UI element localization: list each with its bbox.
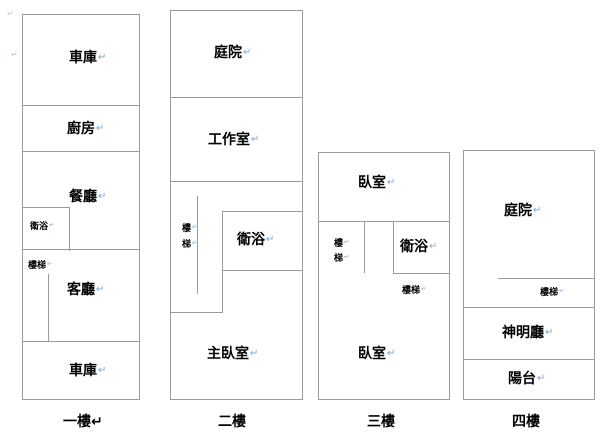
pilcrow-icon: ↵ (98, 191, 107, 202)
pilcrow-icon: ↵ (96, 284, 105, 295)
room-4f-courtyard[interactable] (463, 150, 595, 308)
wall-3f-stair-pocket-right (364, 222, 365, 273)
wall-2f-stair-pocket-bottom (170, 312, 223, 313)
room-1f-garage-bottom[interactable] (22, 342, 140, 400)
pilcrow-icon: ↵ (545, 327, 554, 338)
room-label-1f-garage-bottom: 車庫↵ (69, 363, 107, 379)
room-label-4f-courtyard: 庭院↵ (504, 203, 542, 219)
room-3f-bedroom-top[interactable] (318, 152, 450, 222)
room-label-2f-stairs-1: 樓↵ (182, 223, 198, 234)
room-3f-bedroom-bottom[interactable] (318, 312, 450, 400)
room-label-2f-master-bedroom: 主臥室↵ (207, 346, 259, 362)
pilcrow-icon: ↵ (47, 260, 53, 268)
room-label-4f-shrine-hall: 神明廳↵ (502, 325, 554, 341)
pilcrow-icon: ↵ (243, 47, 252, 58)
room-label-2f-stairs-2: 梯↵ (182, 239, 198, 250)
room-1f-living[interactable] (22, 250, 140, 342)
pilcrow-icon: ↵ (266, 234, 275, 245)
room-label-2f-bathroom: 衛浴↵ (237, 232, 275, 248)
room-3f-bathroom[interactable] (393, 222, 450, 274)
stair-rail-2f (197, 196, 198, 294)
room-label-3f-stairs-right: 樓梯↵ (402, 285, 427, 296)
stray-paragraph-mark-1: ↵ (7, 9, 14, 18)
floor-caption-1f: 一樓↵ (63, 414, 103, 430)
stair-rail-1f (48, 274, 49, 342)
pilcrow-icon: ↵ (98, 365, 107, 376)
pilcrow-icon: ↵ (98, 52, 107, 63)
pilcrow-icon: ↵ (537, 373, 546, 384)
floor-caption-3f: 三樓 (367, 414, 395, 430)
room-label-1f-stairs: 樓梯↵ (28, 260, 53, 271)
room-2f-studio[interactable] (170, 98, 303, 182)
pilcrow-icon: ↵ (421, 285, 427, 293)
stray-paragraph-mark-2: ↵ (11, 50, 18, 59)
room-label-4f-balcony: 陽台↵ (508, 371, 546, 387)
room-label-3f-bathroom: 衛浴↵ (400, 239, 438, 255)
floor-caption-4f: 四樓 (512, 414, 540, 430)
room-label-4f-stairs: 樓梯↵ (540, 287, 565, 298)
pilcrow-icon: ↵ (344, 238, 350, 246)
pilcrow-icon: ↵ (251, 134, 260, 145)
room-label-1f-living: 客廳↵ (67, 282, 105, 298)
pilcrow-icon: ↵ (387, 348, 396, 359)
room-1f-kitchen[interactable] (22, 106, 140, 152)
pilcrow-icon: ↵ (49, 221, 55, 229)
room-label-3f-bedroom-bottom: 臥室↵ (358, 346, 396, 362)
room-4f-shrine-hall[interactable] (463, 308, 595, 360)
wall-4f-stair-divider (498, 278, 595, 279)
room-label-2f-courtyard: 庭院↵ (214, 45, 252, 61)
room-4f-balcony[interactable] (463, 360, 595, 400)
room-2f-courtyard[interactable] (170, 10, 303, 98)
pilcrow-icon: ↵ (387, 177, 396, 188)
pilcrow-icon: ↵ (429, 241, 438, 252)
pilcrow-icon: ↵ (192, 239, 198, 247)
room-label-3f-bedroom-top: 臥室↵ (358, 175, 396, 191)
room-label-1f-garage-top: 車庫↵ (69, 50, 107, 66)
pilcrow-icon: ↵ (91, 414, 103, 430)
pilcrow-icon: ↵ (96, 123, 105, 134)
pilcrow-icon: ↵ (344, 253, 350, 261)
room-label-1f-kitchen: 廚房↵ (67, 121, 105, 137)
room-label-1f-dining: 餐廳↵ (69, 189, 107, 205)
room-2f-master-bedroom[interactable] (170, 312, 303, 400)
room-label-2f-studio: 工作室↵ (208, 132, 260, 148)
pilcrow-icon: ↵ (559, 287, 565, 295)
pilcrow-icon: ↵ (250, 348, 259, 359)
wall-2f-stair-pocket-right (222, 271, 223, 312)
room-label-3f-stairs-2: 梯↵ (334, 253, 350, 264)
room-1f-dining[interactable] (22, 152, 140, 250)
pilcrow-icon: ↵ (533, 205, 542, 216)
room-1f-bathroom[interactable] (22, 207, 70, 251)
floor-caption-2f: 二樓 (218, 414, 246, 430)
room-label-1f-bathroom: 衛浴↵ (30, 221, 55, 232)
room-label-3f-stairs-1: 樓↵ (334, 238, 350, 249)
room-1f-garage-top[interactable] (22, 14, 140, 106)
pilcrow-icon: ↵ (192, 223, 198, 231)
room-2f-bathroom[interactable] (222, 211, 303, 271)
